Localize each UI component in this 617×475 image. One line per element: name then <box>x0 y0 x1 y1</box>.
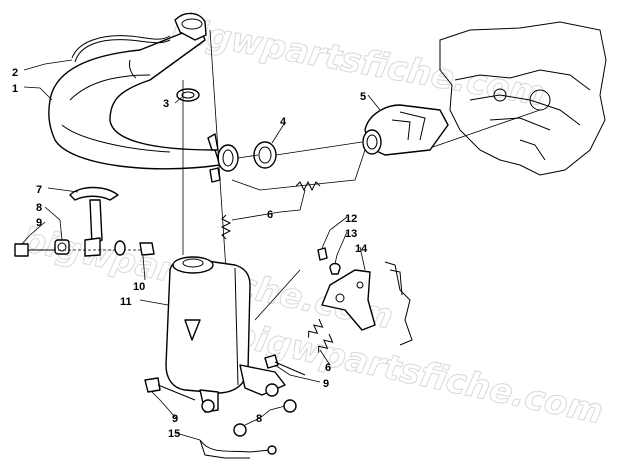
gasket-ring <box>176 88 200 102</box>
engine-outline <box>429 21 607 176</box>
muffler <box>165 256 286 413</box>
callout-12: 12 <box>345 213 357 225</box>
callout-2: 2 <box>12 67 18 79</box>
sensor-cable <box>199 439 277 459</box>
callout-8-left: 8 <box>36 202 42 214</box>
callout-labels: 2 1 3 4 5 6 7 8 9 10 11 12 13 14 6 9 9 8… <box>12 67 368 440</box>
callout-15: 15 <box>168 428 180 440</box>
watermark-text-top: bigwpartsfiche.com <box>168 9 548 114</box>
callout-1: 1 <box>12 83 18 95</box>
mount-bracket <box>14 186 155 257</box>
exhaust-manifold <box>362 104 449 156</box>
callout-7: 7 <box>36 184 42 196</box>
callout-5: 5 <box>360 91 366 103</box>
callout-leaders <box>21 59 381 441</box>
callout-14: 14 <box>355 243 368 255</box>
callout-4: 4 <box>280 116 287 128</box>
assembly-lines <box>182 29 366 321</box>
callout-13: 13 <box>345 228 357 240</box>
spring-hose <box>71 35 171 79</box>
springs <box>220 180 334 353</box>
callout-3: 3 <box>163 98 169 110</box>
callout-11: 11 <box>120 296 132 308</box>
callout-9-left: 9 <box>36 217 42 229</box>
expansion-chamber <box>48 12 239 183</box>
callout-8-bottom: 8 <box>256 413 262 425</box>
callout-9-right: 9 <box>323 378 329 390</box>
callout-6-lower: 6 <box>325 362 331 374</box>
callout-6-upper: 6 <box>267 209 273 221</box>
callout-9-bottom: 9 <box>172 413 178 425</box>
callout-10: 10 <box>133 281 145 293</box>
muffler-bracket <box>317 247 413 346</box>
watermark-text-bottom: bigwpartsfiche.com <box>228 315 606 433</box>
